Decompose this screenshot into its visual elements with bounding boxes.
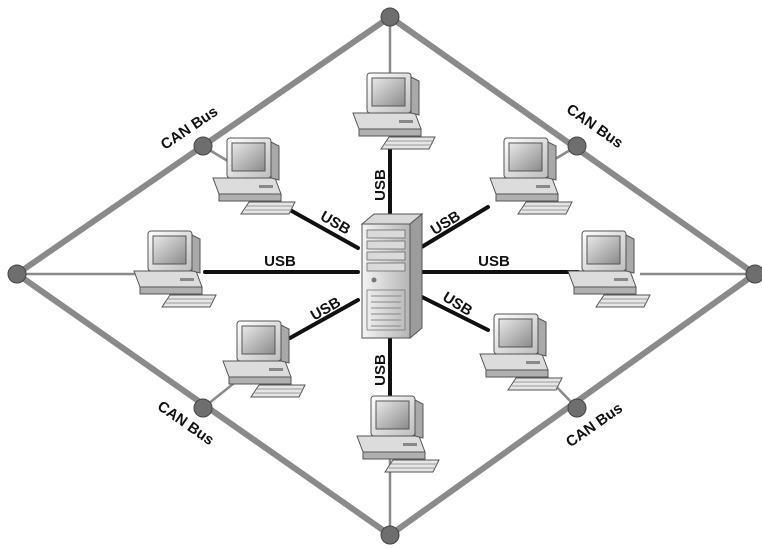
usb-link-upper-left [288, 208, 360, 250]
usb-link-upper-right [418, 205, 490, 250]
desktop-computer-icon [212, 137, 296, 215]
desktop-computer-icon [479, 313, 563, 391]
usb-label-top: USB [372, 169, 389, 201]
desktop-computer-icon [356, 395, 440, 473]
can-node-top [380, 7, 400, 27]
usb-link-lower-left [288, 298, 360, 340]
desktop-computer-icon [222, 320, 306, 398]
can-node-lower-left [193, 398, 213, 418]
usb-label-left: USB [264, 253, 296, 270]
usb-link-lower-right [418, 294, 490, 332]
server-tower-icon [361, 213, 423, 339]
usb-label-right: USB [478, 253, 510, 270]
desktop-computer-icon [567, 230, 651, 308]
can-node-upper-left [193, 136, 213, 156]
usb-label-bottom: USB [372, 354, 389, 386]
can-node-bottom [380, 525, 400, 545]
desktop-computer-icon [133, 230, 217, 308]
can-node-left [7, 264, 27, 284]
desktop-computer-icon [352, 72, 436, 150]
desktop-computer-icon [489, 137, 573, 215]
can-node-upper-right [567, 136, 587, 156]
can-node-lower-right [567, 398, 587, 418]
can-bus-nodes [7, 7, 762, 545]
usb-links [203, 140, 580, 407]
can-node-right [745, 264, 762, 284]
